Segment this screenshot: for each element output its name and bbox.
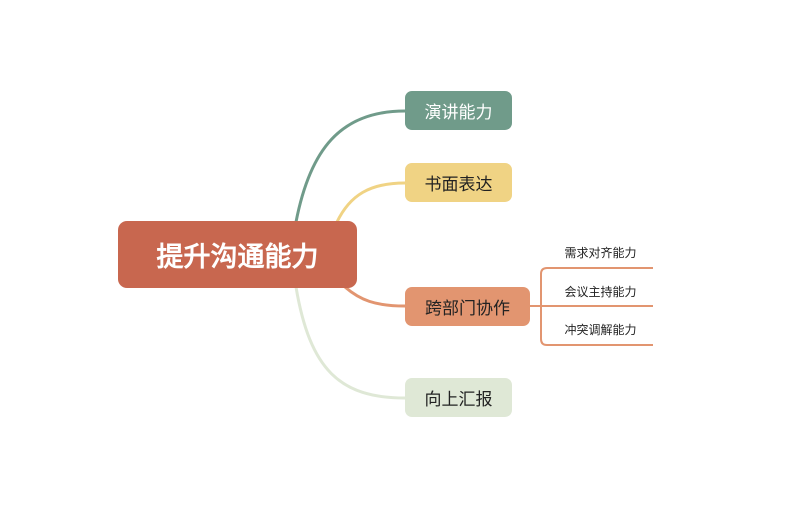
node-writing[interactable]: 书面表达 [405, 163, 512, 202]
link-crossdept [344, 285, 406, 308]
node-speech[interactable]: 演讲能力 [405, 91, 512, 130]
node-label: 书面表达 [424, 175, 493, 195]
link-writing [335, 181, 406, 223]
node-label: 跨部门协作 [425, 299, 510, 319]
root-node[interactable]: 提升沟通能力 [118, 221, 357, 288]
node-report[interactable]: 向上汇报 [405, 378, 512, 417]
link-report [294, 286, 406, 400]
node-crossdept[interactable]: 跨部门协作 [405, 287, 530, 326]
root-label: 提升沟通能力 [156, 242, 319, 273]
link-sub-bracket [540, 267, 653, 346]
subnode-requirement-alignment[interactable]: 需求对齐能力 [564, 246, 637, 260]
subnode-conflict-mediation[interactable]: 冲突调解能力 [564, 323, 637, 337]
node-label: 演讲能力 [424, 103, 493, 123]
link-speech [294, 109, 406, 223]
node-label: 向上汇报 [424, 390, 493, 410]
subnode-meeting-hosting[interactable]: 会议主持能力 [564, 285, 637, 299]
